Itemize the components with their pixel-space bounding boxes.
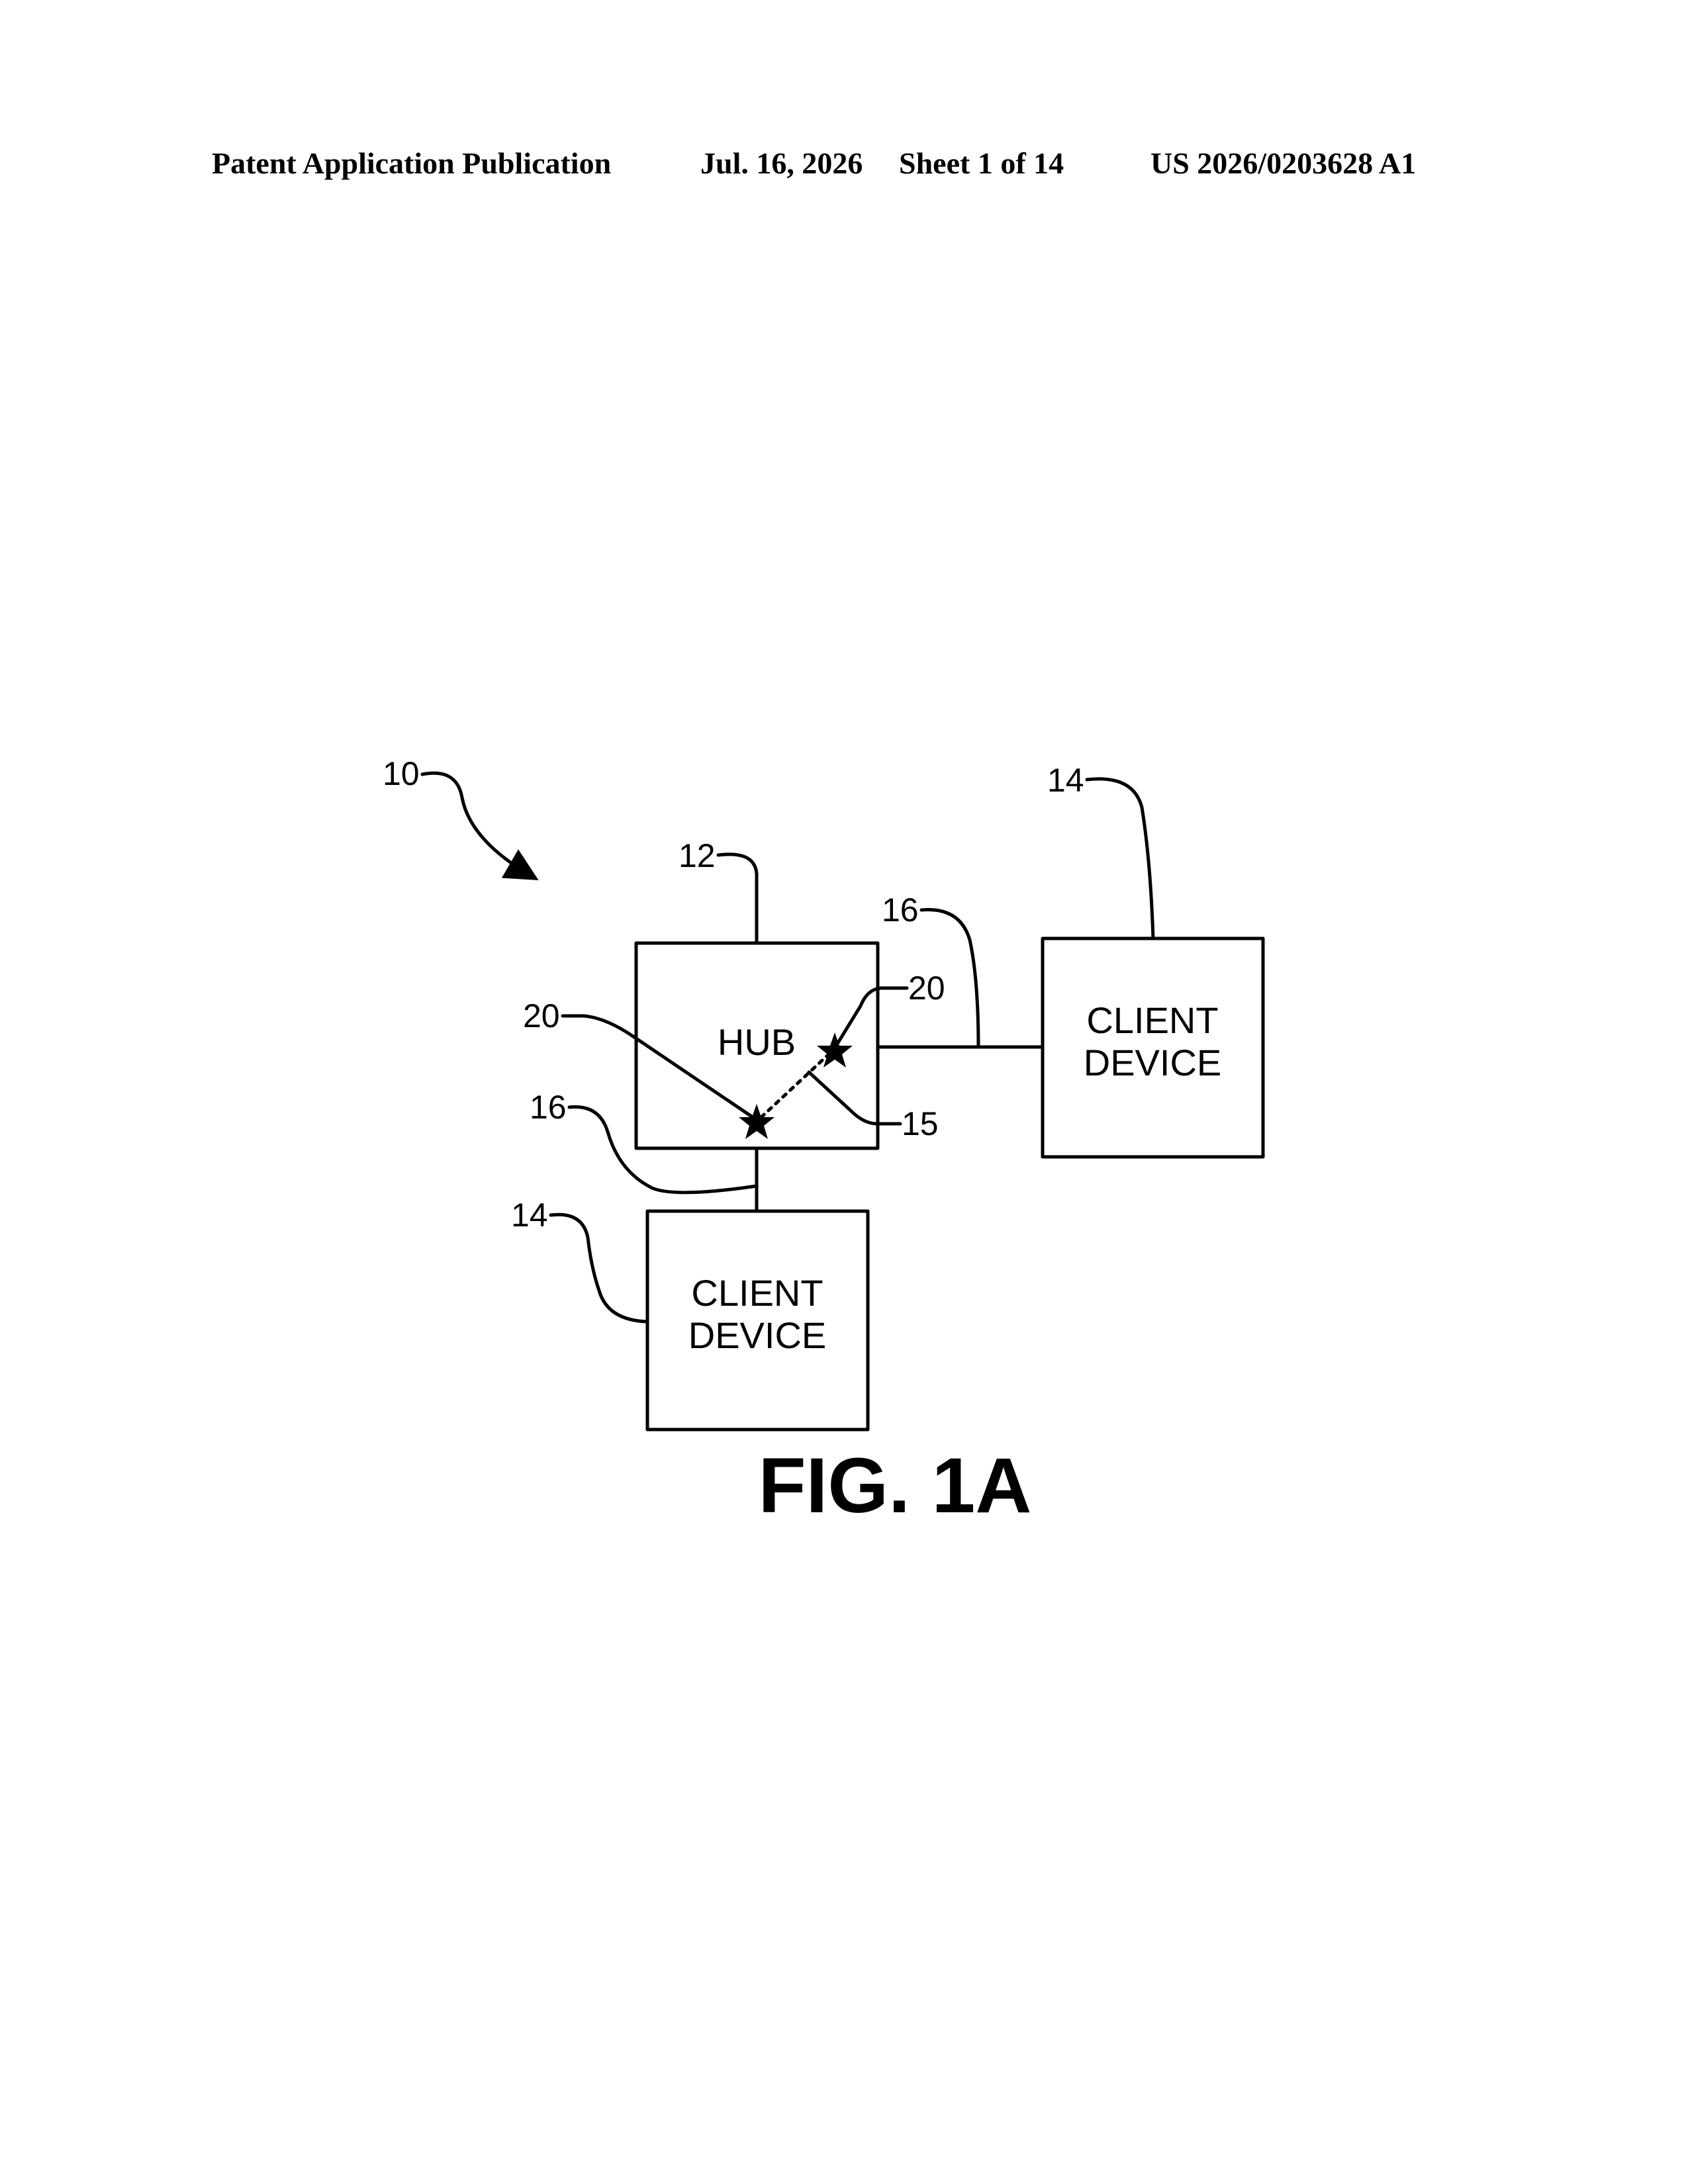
client-bottom-ref-leader <box>551 1214 647 1322</box>
port-upper-ref-number: 20 <box>908 970 945 1007</box>
client-right-ref-leader <box>1087 779 1153 938</box>
hub-ref-number: 12 <box>679 837 716 874</box>
client-bottom-label-line1: CLIENT <box>691 1272 823 1314</box>
system-ref-number: 10 <box>383 755 420 792</box>
port-lower-ref-number: 20 <box>523 997 560 1034</box>
internal-link-dotted <box>761 1054 829 1117</box>
client-bottom-ref-number: 14 <box>511 1197 548 1234</box>
client-right-label-line1: CLIENT <box>1086 999 1218 1041</box>
hub-ref-leader <box>718 854 757 943</box>
port-upper-ref-leader <box>835 988 907 1047</box>
internal-link-ref-leader <box>809 1072 900 1124</box>
system-leader-arrow <box>422 773 533 877</box>
connection-bottom-ref-number: 16 <box>530 1089 567 1126</box>
client-right-ref-number: 14 <box>1047 762 1084 799</box>
internal-link-ref-number: 15 <box>902 1105 939 1142</box>
connection-right-ref-number: 16 <box>882 891 919 929</box>
hub-label: HUB <box>718 1021 796 1063</box>
client-right-label-line2: DEVICE <box>1084 1042 1222 1083</box>
figure-caption: FIG. 1A <box>758 1442 1031 1529</box>
client-bottom-label-line2: DEVICE <box>688 1314 827 1356</box>
